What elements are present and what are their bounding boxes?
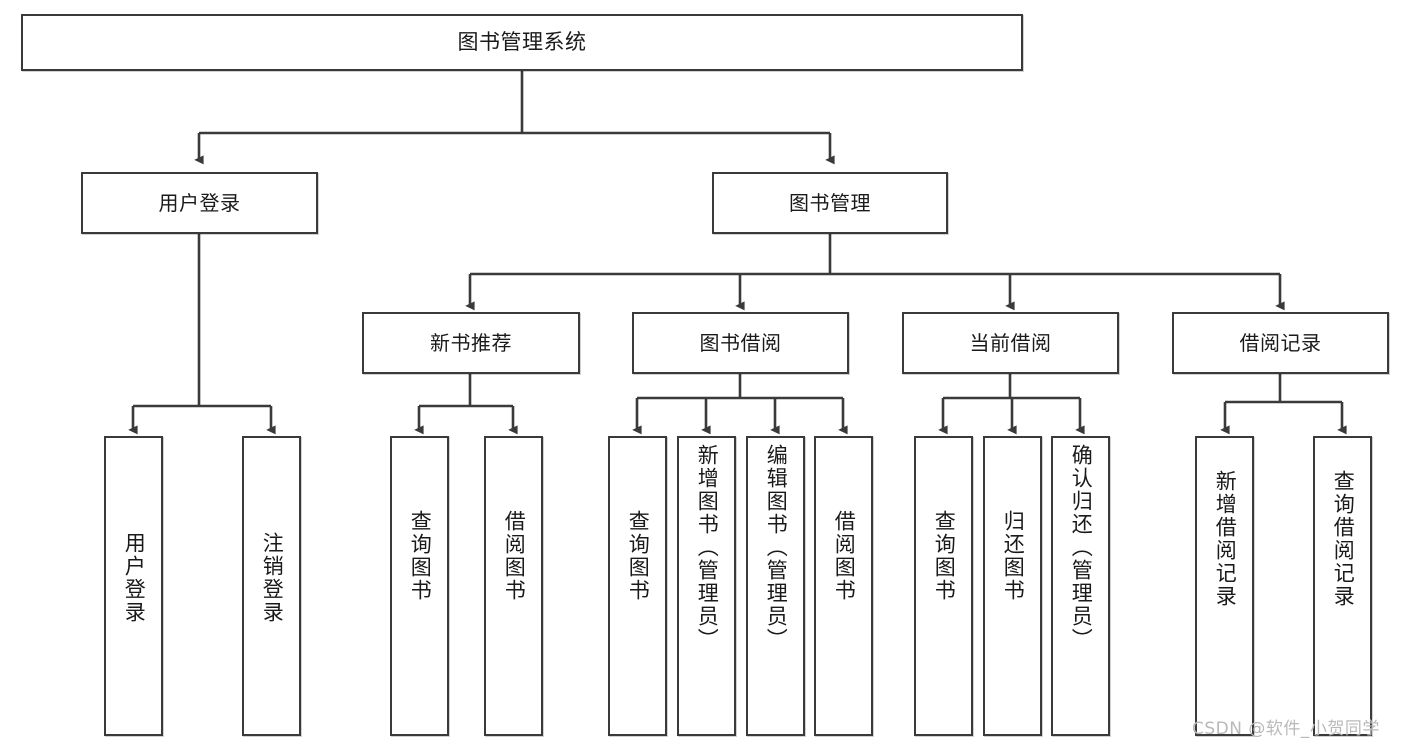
leaf-return-book[interactable]: 归还图书 [983, 436, 1042, 736]
leaf-borrow-book[interactable]: 借阅图书 [814, 436, 873, 736]
leaf-query-book-current[interactable]: 查询图书 [914, 436, 973, 736]
node-label: 查询借阅记录 [1331, 470, 1356, 608]
node-label: 图书管理系统 [457, 29, 587, 54]
leaf-confirm-return-admin[interactable]: 确认归还（管理员） [1051, 436, 1110, 736]
leaf-query-borrow-record[interactable]: 查询借阅记录 [1313, 436, 1372, 736]
node-label: 图书借阅 [699, 330, 782, 355]
leaf-logout[interactable]: 注销登录 [242, 436, 301, 736]
node-label: 新书推荐 [430, 330, 512, 355]
node-book-management[interactable]: 图书管理 [712, 172, 948, 234]
leaf-borrow-book-recommend[interactable]: 借阅图书 [484, 436, 543, 736]
node-root-system[interactable]: 图书管理系统 [21, 14, 1023, 71]
node-borrow-record[interactable]: 借阅记录 [1172, 312, 1389, 374]
node-label: 图书管理 [789, 190, 871, 215]
node-label: 新增图书（管理员） [695, 444, 720, 651]
node-user-login[interactable]: 用户登录 [81, 172, 318, 234]
node-label: 用户登录 [158, 190, 241, 215]
node-label: 当前借阅 [969, 330, 1052, 355]
leaf-user-login[interactable]: 用户登录 [104, 436, 163, 736]
node-label: 借阅记录 [1239, 330, 1322, 355]
node-label: 确认归还（管理员） [1069, 444, 1094, 651]
node-label: 借阅图书 [832, 510, 857, 602]
leaf-add-borrow-record[interactable]: 新增借阅记录 [1195, 436, 1254, 736]
node-label: 归还图书 [1001, 510, 1026, 602]
node-label: 新增借阅记录 [1213, 470, 1238, 608]
node-label: 查询图书 [408, 510, 433, 602]
node-label: 编辑图书（管理员） [764, 444, 789, 651]
node-new-book-recommend[interactable]: 新书推荐 [362, 312, 580, 374]
node-label: 用户登录 [122, 532, 147, 624]
node-label: 借阅图书 [502, 510, 527, 602]
leaf-edit-book-admin[interactable]: 编辑图书（管理员） [746, 436, 805, 736]
node-current-borrow[interactable]: 当前借阅 [902, 312, 1119, 374]
csdn-watermark: CSDN @软件_小贺同学 [1192, 719, 1380, 739]
node-label: 查询图书 [626, 510, 651, 602]
node-book-borrow[interactable]: 图书借阅 [632, 312, 849, 374]
leaf-add-book-admin[interactable]: 新增图书（管理员） [677, 436, 736, 736]
leaf-query-book-borrow[interactable]: 查询图书 [608, 436, 667, 736]
node-label: 查询图书 [932, 510, 957, 602]
leaf-query-book-recommend[interactable]: 查询图书 [390, 436, 449, 736]
node-label: 注销登录 [260, 532, 285, 624]
